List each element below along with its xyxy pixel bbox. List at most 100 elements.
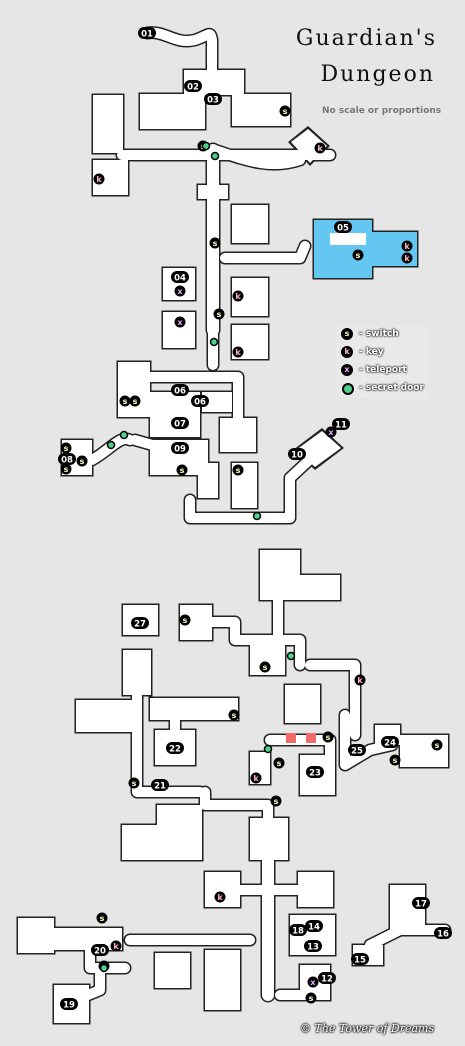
icon-glyph: k [253, 774, 259, 783]
switch-icon: s [305, 992, 317, 1004]
switch-icon: s [179, 614, 191, 626]
key-icon: k [401, 252, 413, 264]
corridor-floor [85, 945, 130, 973]
icon-glyph: s [236, 466, 241, 475]
icon-glyph: s [263, 663, 268, 672]
icon-badge [401, 240, 413, 252]
room-number-text: 22 [169, 745, 181, 755]
key-icon: k [314, 142, 326, 154]
room-number-label: 06 [191, 395, 209, 408]
icon-glyph: x [328, 428, 334, 437]
room-number-badge [151, 779, 169, 791]
icon-glyph: s [183, 616, 188, 625]
secret-door-icon [209, 337, 219, 347]
key-icon: k [341, 346, 353, 358]
room-floor [198, 185, 228, 199]
icon-glyph: s [180, 466, 185, 475]
room-number-text: 19 [63, 1001, 75, 1011]
room-number-text: 18 [292, 927, 304, 937]
room-number-label: 24 [381, 736, 399, 749]
icon-badge [270, 795, 282, 807]
icon-glyph: s [80, 457, 85, 466]
room-number-label: 19 [60, 998, 78, 1011]
room-floor [150, 698, 238, 720]
copyright-credit: © The Tower of Dreams [300, 1022, 435, 1035]
icon-glyph: s [123, 397, 128, 406]
switch-icon: s [389, 754, 401, 766]
key-icon: k [250, 772, 262, 784]
icon-badge [431, 739, 443, 751]
room-number-badge [288, 448, 306, 460]
secret-door-icon [286, 651, 296, 661]
icon-glyph: x [177, 287, 183, 296]
icon-badge [322, 731, 334, 743]
room-number-text: 05 [337, 224, 349, 234]
room-number-label: 08 [58, 453, 76, 466]
icon-badge [232, 464, 244, 476]
icon-badge [314, 142, 326, 154]
room-floor [118, 362, 150, 417]
room-number-text: 15 [354, 956, 366, 966]
key-icon: k [232, 346, 244, 358]
secret-door-icon [119, 430, 129, 440]
room-floor [250, 818, 288, 860]
room-floor [285, 685, 320, 723]
room-number-label: 25 [348, 744, 366, 757]
corridor-floor [185, 445, 325, 523]
icon-glyph: s [217, 310, 222, 319]
room-floor [140, 94, 205, 129]
room-floor [93, 95, 123, 153]
icon-badge [232, 346, 244, 358]
corridor-floor [305, 660, 360, 740]
room-number-text: 01 [141, 30, 153, 40]
switch-icon: s [322, 731, 334, 743]
room-floor [122, 825, 157, 860]
ice-block [330, 233, 366, 245]
room-number-label: 10 [288, 448, 306, 461]
key-icon: k [401, 240, 413, 252]
room-number-badge [171, 271, 189, 283]
corridor-floor [145, 372, 243, 425]
room-number-text: 23 [309, 769, 321, 779]
room-number-label: 23 [306, 766, 324, 779]
switch-icon: s [176, 464, 188, 476]
map-title-line2: Dungeon [320, 62, 435, 87]
icon-badge [273, 757, 285, 769]
icon-glyph: x [177, 318, 183, 327]
room-number-text: 11 [335, 421, 347, 431]
icon-glyph: s [309, 994, 314, 1003]
room-number-label: 06 [171, 384, 189, 397]
secret-door-icon [263, 744, 273, 754]
legend-label: - key [359, 347, 384, 357]
icon-badge [60, 463, 72, 475]
room-number-badge [334, 221, 352, 233]
corridor-floor [142, 27, 217, 80]
switch-icon: s [341, 328, 353, 340]
room-number-text: 06 [174, 387, 186, 397]
teleport-icon: x [307, 976, 319, 988]
icon-badge [325, 426, 337, 438]
switch-icon: s [209, 237, 221, 249]
room-number-text: 02 [187, 83, 199, 93]
room-number-badge [204, 93, 222, 105]
room-number-badge [131, 617, 149, 629]
room-number-label: 03 [204, 93, 222, 106]
icon-glyph: k [235, 348, 241, 357]
icon-badge [174, 316, 186, 328]
icon-badge [174, 285, 186, 297]
corridor-floor [340, 710, 397, 770]
room-number-badge [318, 972, 336, 984]
room-floor [296, 431, 341, 467]
legend-label: - switch [359, 329, 399, 339]
room-number-badge [434, 927, 452, 939]
secret-door-icon [342, 383, 354, 395]
switch-icon: s [273, 757, 285, 769]
room-number-label: 02 [184, 80, 202, 93]
key-icon: k [93, 173, 105, 185]
icon-badge [129, 395, 141, 407]
room-floor [232, 205, 268, 243]
map-subtitle: No scale or proportions [322, 106, 442, 116]
room-number-text: 08 [61, 456, 73, 466]
icon-glyph: k [404, 242, 410, 251]
